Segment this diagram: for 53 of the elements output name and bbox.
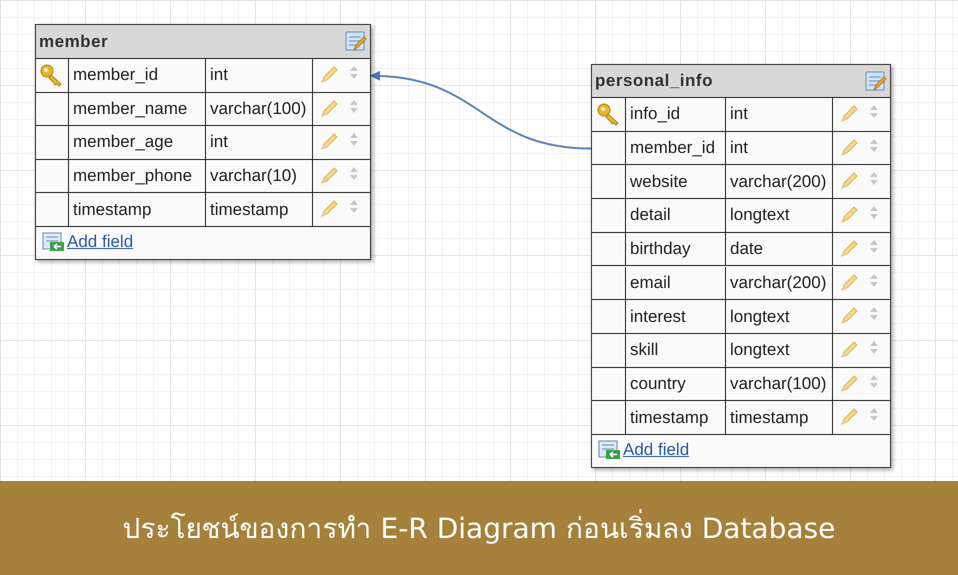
table-title: member: [39, 32, 108, 52]
field-name: timestamp: [72, 200, 152, 220]
field-type: varchar(100): [729, 374, 826, 394]
field-name: skill: [629, 340, 658, 360]
field-name: website: [629, 172, 688, 192]
field-name: detail: [629, 205, 671, 226]
field-type: int: [209, 132, 228, 152]
table-box: [591, 64, 891, 468]
field-name: country: [629, 374, 686, 394]
table-row: [592, 266, 890, 300]
caption-text: ประโยชน์ของการทำ E-R Diagram ก่อนเริ่มลง Database: [122, 506, 836, 550]
field-name: birthday: [629, 239, 690, 260]
field-type: int: [729, 138, 748, 158]
field-type: int: [209, 65, 228, 86]
field-type: date: [729, 239, 764, 260]
field-name: member_name: [72, 98, 188, 119]
table-row: [36, 92, 370, 126]
add-field-link: Add field: [67, 232, 134, 252]
table-row: [36, 126, 370, 160]
field-type: int: [729, 104, 748, 124]
table-row: [592, 98, 890, 132]
field-name: member_phone: [72, 166, 192, 186]
field-name: timestamp: [629, 408, 708, 428]
table-row: [592, 165, 890, 200]
table-row: [592, 401, 890, 435]
arrow: [370, 71, 592, 150]
field-type: varchar(200): [729, 172, 826, 192]
field-name: member_age: [72, 132, 174, 152]
field-type: varchar(200): [729, 272, 826, 293]
field-name: email: [629, 272, 671, 293]
field-type: longtext: [729, 205, 790, 226]
table-row: [592, 232, 890, 266]
table-row: [592, 199, 890, 233]
field-type: longtext: [729, 306, 790, 327]
field-name: interest: [629, 306, 686, 327]
table-row: [36, 160, 370, 194]
table-box: [35, 24, 371, 260]
field-type: timestamp: [729, 408, 808, 428]
table-row: [592, 368, 890, 402]
table-row: [592, 132, 890, 166]
field-type: timestamp: [209, 200, 288, 220]
field-name: member_id: [629, 138, 716, 158]
field-name: info_id: [629, 104, 680, 124]
table-title: personal_info: [595, 71, 713, 91]
field-type: varchar(10): [209, 166, 297, 186]
field-type: varchar(100): [209, 98, 306, 119]
table-row: [592, 334, 890, 368]
field-name: member_id: [72, 65, 158, 86]
add-field-link: Add field: [623, 440, 690, 460]
table-row: [36, 193, 370, 227]
field-type: longtext: [729, 340, 790, 360]
table-row: [36, 59, 370, 93]
table-row: [592, 300, 890, 334]
